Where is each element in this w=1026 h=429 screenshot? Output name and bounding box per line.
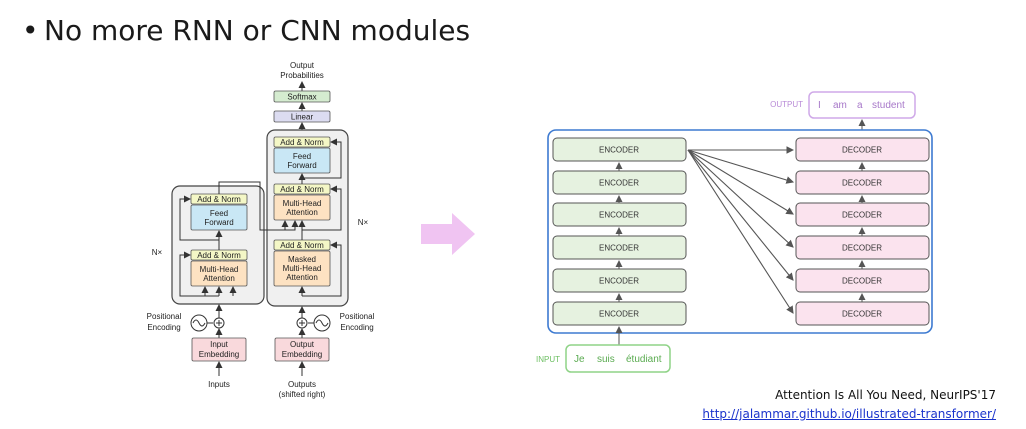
encoder-feed-forward-label-2: Forward: [204, 218, 233, 227]
decoder-attention-label-1: Multi-Head: [283, 199, 322, 208]
output-label: OUTPUT: [770, 100, 803, 109]
input-embedding-label-2: Embedding: [199, 350, 239, 359]
decoder-masked-label-2: Multi-Head: [283, 264, 322, 273]
output-word-4: student: [872, 100, 905, 111]
encoder-add-norm-bottom-label: Add & Norm: [197, 251, 241, 260]
decoder-feed-forward-label-2: Forward: [287, 161, 316, 170]
encoder-decoder-stack: OUTPUT I am a student ENCODER ENCODER EN…: [536, 91, 933, 373]
output-word-2: am: [833, 100, 847, 111]
right-arrow-icon: [421, 213, 475, 255]
outputs-label: Outputs: [288, 380, 316, 389]
encoder-attention-label-2: Attention: [203, 274, 235, 283]
encoder-positional-label-1: Positional: [147, 312, 182, 321]
slide-bullet: •No more RNN or CNN modules: [22, 14, 470, 47]
bullet-symbol: •: [22, 14, 39, 47]
decoder-feed-forward-label-1: Feed: [293, 152, 311, 161]
encoder-label-2: ENCODER: [599, 179, 639, 188]
encoder-label-4: ENCODER: [599, 244, 639, 253]
inputs-label: Inputs: [208, 380, 230, 389]
encoder-label-3: ENCODER: [599, 211, 639, 220]
encoder-add-norm-top-label: Add & Norm: [197, 195, 241, 204]
decoder-block-1: [795, 137, 930, 162]
decoder-label-6: DECODER: [842, 310, 882, 319]
input-word-2: suis: [597, 354, 615, 365]
transformer-architecture: Output Probabilities Softmax Linear N× A…: [147, 61, 375, 399]
citation-paper: Attention Is All You Need, NeurIPS'17: [775, 388, 996, 402]
decoder-masked-label-1: Masked: [288, 255, 316, 264]
decoder-nx-label: N×: [358, 218, 369, 227]
output-embedding-label-2: Embedding: [282, 350, 322, 359]
decoder-positional-label-2: Encoding: [340, 323, 373, 332]
output-probabilities-label-2: Probabilities: [280, 71, 324, 80]
encoder-nx-label: N×: [152, 248, 163, 257]
encoder-label-6: ENCODER: [599, 310, 639, 319]
citation-link[interactable]: http://jalammar.github.io/illustrated-tr…: [702, 407, 996, 421]
output-word-1: I: [818, 100, 821, 111]
slide-title: No more RNN or CNN modules: [44, 14, 471, 47]
output-embedding-label-1: Output: [290, 340, 315, 349]
output-word-3: a: [857, 100, 863, 111]
decoder-masked-label-3: Attention: [286, 273, 318, 282]
decoder-label-5: DECODER: [842, 277, 882, 286]
input-word-3: étudiant: [626, 354, 662, 365]
encoder-block-1: [552, 137, 687, 162]
decoder-add-norm-top-label: Add & Norm: [280, 138, 324, 147]
encoder-attention-label-1: Multi-Head: [200, 265, 239, 274]
decoder-label-3: DECODER: [842, 211, 882, 220]
encoder-label-5: ENCODER: [599, 277, 639, 286]
decoder-add-norm-middle-label: Add & Norm: [280, 185, 324, 194]
output-probabilities-label-1: Output: [290, 61, 315, 70]
decoder-label-2: DECODER: [842, 179, 882, 188]
input-label: INPUT: [536, 355, 560, 364]
linear-label: Linear: [291, 113, 314, 122]
decoder-label-1: DECODER: [842, 146, 882, 155]
encoder-label-1: ENCODER: [599, 146, 639, 155]
encoder-feed-forward-label-1: Feed: [210, 209, 228, 218]
decoder-label-4: DECODER: [842, 244, 882, 253]
output-sentence-box: [808, 91, 916, 119]
softmax-label: Softmax: [287, 93, 316, 102]
input-embedding-label-1: Input: [210, 340, 229, 349]
decoder-positional-label-1: Positional: [340, 312, 375, 321]
input-word-1: Je: [574, 354, 585, 365]
input-sentence-box: [565, 344, 671, 373]
decoder-add-norm-bottom-label: Add & Norm: [280, 241, 324, 250]
encoder-positional-label-2: Encoding: [147, 323, 180, 332]
outputs-shifted-label: (shifted right): [279, 390, 326, 399]
citation: Attention Is All You Need, NeurIPS'17 ht…: [702, 386, 996, 424]
decoder-attention-label-2: Attention: [286, 208, 318, 217]
